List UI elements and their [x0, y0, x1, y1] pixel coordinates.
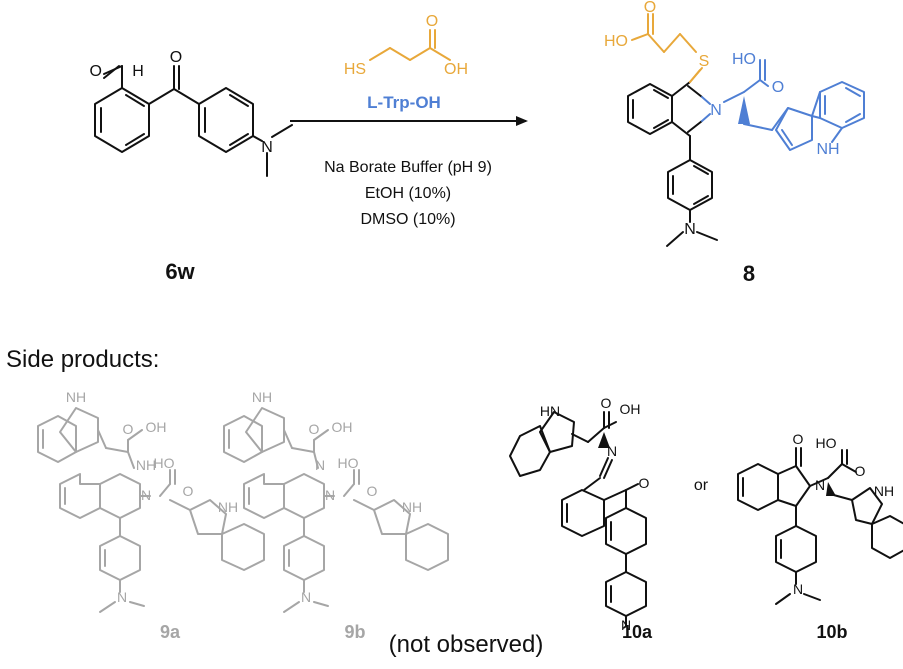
atom-n-amine: N: [261, 139, 273, 156]
atom-o-aldehyde: O: [90, 63, 102, 80]
bonds-6w: [94, 65, 293, 177]
atom-o-9a: O: [123, 421, 134, 437]
atom-hn-10a: HN: [540, 403, 560, 419]
bonds-9b: [223, 407, 449, 613]
atom-nh2-9b: NH: [402, 499, 422, 515]
compound-9b: NH O OH N HO O N NH N: [223, 389, 449, 613]
atom-ho-9b: HO: [338, 455, 359, 471]
atom-hs: HS: [344, 61, 366, 78]
label-9b: 9b: [344, 622, 365, 642]
atom-n-10a: N: [607, 443, 617, 459]
atom-nh-top-9a: NH: [66, 389, 86, 405]
atom-o2-9b: O: [367, 483, 378, 499]
bonds-8-blue: [701, 59, 865, 151]
atom-oh-acid: OH: [444, 61, 468, 78]
atom-o-acid: O: [426, 13, 438, 30]
atom-o-8: O: [644, 0, 656, 16]
condition-line-1: Na Borate Buffer (pH 9): [324, 159, 492, 176]
side-products-title: Side products:: [6, 346, 159, 373]
compound-10a: HN O OH N O N: [509, 395, 650, 633]
atom-n2-10b: N: [793, 581, 803, 597]
condition-line-3: DMSO (10%): [360, 211, 455, 228]
or-text: or: [694, 477, 709, 494]
atom-n-10b: N: [815, 477, 825, 493]
atom-ho-10b: HO: [816, 435, 837, 451]
atom-ho-8: HO: [604, 33, 628, 50]
atom-ho2-8: HO: [732, 51, 756, 68]
label-8: 8: [743, 261, 755, 286]
atom-oh-9a: OH: [146, 419, 167, 435]
compound-9a: NH O OH NH HO O N NH N: [37, 389, 265, 613]
bonds-10b: [737, 447, 903, 605]
compound-6w: O H O N: [90, 49, 293, 177]
atom-o2-9a: O: [183, 483, 194, 499]
atom-o-ketone: O: [170, 49, 182, 66]
atom-n-8: N: [710, 102, 722, 119]
atom-h-aldehyde: H: [132, 63, 144, 80]
compound-10b: O HO O N NH N: [737, 431, 903, 605]
bonds-10a: [509, 411, 647, 627]
atom-o2-8: O: [772, 79, 784, 96]
atom-n-9a: N: [141, 487, 151, 503]
condition-line-2: EtOH (10%): [365, 185, 451, 202]
atom-n2-8: N: [684, 221, 696, 238]
reagent-name: L-Trp-OH: [367, 93, 441, 112]
bonds-8-gold: [631, 13, 703, 83]
bonds-8-black: [627, 81, 718, 247]
atom-s-8: S: [699, 53, 710, 70]
atom-nh-10b: NH: [874, 483, 894, 499]
atom-n3-9b: N: [301, 589, 311, 605]
compound-8: HO O S N HO O NH N: [604, 0, 865, 247]
atom-o-10a: O: [601, 395, 612, 411]
atom-nh2-9a: NH: [218, 499, 238, 515]
label-10a: 10a: [622, 622, 653, 642]
atom-n2-9b: N: [325, 487, 335, 503]
atom-oh-9b: OH: [332, 419, 353, 435]
atom-nh-8: NH: [816, 141, 839, 158]
atom-ho-9a: HO: [154, 455, 175, 471]
atom-o2-10b: O: [855, 463, 866, 479]
label-9a: 9a: [160, 622, 181, 642]
reagent-thiol: HS O OH: [344, 13, 468, 78]
atom-o2-10a: O: [639, 475, 650, 491]
atom-oh-10a: OH: [620, 401, 641, 417]
label-10b: 10b: [816, 622, 847, 642]
bonds-9a: [37, 407, 265, 613]
label-6w: 6w: [165, 259, 195, 284]
atom-n2-9a: N: [117, 589, 127, 605]
not-observed-note: (not observed): [389, 631, 544, 658]
atom-n-9b: N: [315, 457, 325, 473]
atom-o-10b: O: [793, 431, 804, 447]
atom-nh-9a: NH: [136, 457, 156, 473]
atom-n2-10a: N: [621, 617, 631, 633]
atom-o-9b: O: [309, 421, 320, 437]
atom-nh-top-9b: NH: [252, 389, 272, 405]
